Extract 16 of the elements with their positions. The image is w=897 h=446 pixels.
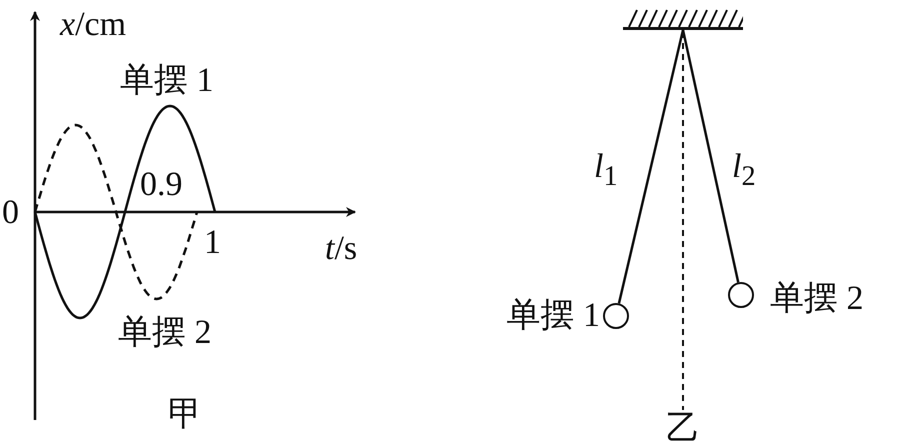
ceiling-support [623, 8, 743, 30]
curve-label: 单摆 1 [120, 64, 214, 98]
pendulum-string [682, 30, 740, 283]
pendulum-label: 单摆 1 [506, 299, 600, 333]
pendulum-string [618, 30, 684, 304]
panel-label: 乙 [666, 412, 700, 446]
tick-label: 1 [204, 226, 221, 260]
axis-label: t/s [325, 232, 358, 266]
pendulum-bob [728, 282, 754, 308]
curve-label: 单摆 2 [118, 316, 212, 350]
pendulum-label: 单摆 2 [770, 282, 864, 316]
pendulum-bob [603, 303, 629, 329]
value-label: 0.9 [140, 168, 182, 202]
origin-label: 0 [2, 196, 19, 230]
axis-label: x/cm [60, 8, 126, 42]
panel-label: 甲 [168, 398, 202, 432]
